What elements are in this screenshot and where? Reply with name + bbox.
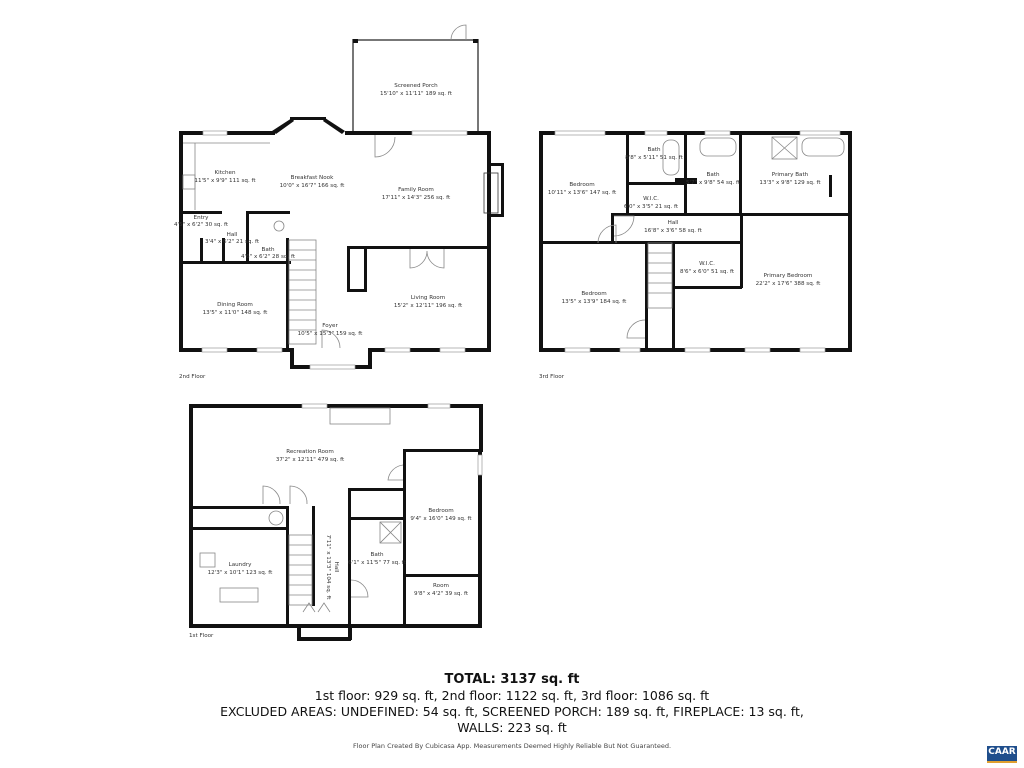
room-name: Bath: [370, 552, 383, 558]
room-name: Hall: [333, 562, 339, 573]
sofa-icon: [329, 407, 391, 425]
room-dims: 22'2" x 17'6" 388 sq. ft: [756, 281, 822, 287]
bathtub-icon: [662, 139, 680, 176]
caar-logo: CAAR: [987, 746, 1017, 763]
floor-areas: 1st floor: 929 sq. ft, 2nd floor: 1122 s…: [314, 688, 710, 703]
room-dims: 8'8" x 5'11" 51 sq. ft: [625, 155, 683, 161]
floor-label: 2nd Floor: [179, 374, 206, 380]
first-floor-plan: [189, 403, 483, 641]
third-floor-walls: [539, 131, 852, 352]
second-floor-plan: [179, 24, 504, 370]
room-dims: 37'2" x 12'11" 479 sq. ft: [276, 457, 345, 463]
shower-icon: [771, 136, 798, 160]
kitchen-counter: [183, 142, 270, 210]
door-icon: [613, 215, 635, 237]
room-name: W.I.C.: [643, 196, 659, 202]
stove-icon: [182, 174, 196, 190]
room-dims: 7'11" x 13'3" 104 sq. ft: [325, 535, 331, 601]
stairs-icon: [647, 242, 673, 309]
first-floor-walls: [189, 404, 483, 641]
room-name: Bedroom: [569, 182, 594, 188]
room-name: W.I.C.: [699, 261, 715, 267]
room-dims: 8'6" x 6'0" 51 sq. ft: [680, 269, 735, 275]
stairs-icon: [288, 534, 313, 606]
door-icon: [350, 579, 369, 598]
room-name: Kitchen: [214, 170, 235, 176]
third-floor-plan: [539, 130, 852, 353]
door-icon: [626, 319, 646, 339]
porch-door-icon: [450, 24, 467, 41]
bathtub-icon: [699, 137, 737, 157]
stairs-icon: [288, 239, 317, 345]
water-heater-icon: [268, 510, 284, 526]
room-name: Bath: [706, 172, 719, 178]
room-dims: 10'0" x 16'7" 166 sq. ft: [280, 183, 346, 189]
floor-label: 1st Floor: [189, 633, 214, 639]
disclaimer: Floor Plan Created By Cubicasa App. Meas…: [352, 742, 672, 750]
room-dims: 16'8" x 3'6" 58 sq. ft: [644, 228, 702, 234]
floor-label: 3rd Floor: [539, 374, 565, 380]
room-name: Bath: [261, 247, 274, 253]
room-name: Entry: [194, 215, 210, 221]
room-name: Bath: [647, 147, 660, 153]
room-dims: 15'2" x 12'11" 196 sq. ft: [394, 303, 463, 309]
fireplace-icon: [483, 172, 499, 214]
room-dims: 10'11" x 13'6" 147 sq. ft: [548, 190, 617, 196]
french-door-icon: [409, 249, 445, 269]
room-name: Hall: [227, 232, 238, 238]
room-dims: 12'3" x 10'1" 123 sq. ft: [208, 570, 274, 576]
room-labels: Screened Porch 15'10" x 11'11" 189 sq. f…: [174, 83, 821, 639]
room-dims: 5'7" x 9'8" 54 sq. ft: [686, 180, 741, 186]
walls-area: WALLS: 223 sq. ft: [457, 720, 567, 735]
room-dims: 3'4" x 6'2" 21 sq. ft: [205, 239, 260, 245]
room-name: Hall: [668, 220, 679, 226]
room-name: Foyer: [322, 323, 338, 329]
sink-icon: [273, 220, 285, 232]
room-dims: 11'5" x 9'9" 111 sq. ft: [194, 178, 256, 184]
second-floor-walls: [179, 117, 504, 369]
room-name: Dining Room: [217, 302, 253, 308]
room-dims: 6'0" x 3'5" 21 sq. ft: [624, 204, 679, 210]
room-name: Bedroom: [428, 508, 453, 514]
room-name: Recreation Room: [286, 449, 334, 455]
door-icon: [289, 485, 308, 505]
sink-counter-icon: [219, 587, 259, 603]
room-dims: 9'8" x 4'2" 39 sq. ft: [414, 591, 469, 597]
total-area: TOTAL: 3137 sq. ft: [444, 672, 580, 687]
room-name: Primary Bath: [772, 172, 809, 178]
washer-icon: [199, 552, 216, 568]
bathtub-icon: [801, 137, 845, 157]
door-icon: [374, 135, 396, 158]
door-icon: [262, 485, 281, 505]
room-name: Living Room: [411, 295, 445, 301]
room-dims: 10'5" x 15'3" 159 sq. ft: [298, 331, 364, 337]
bifold-door-icon: [302, 602, 331, 613]
room-name: Laundry: [229, 562, 252, 568]
excluded-areas: EXCLUDED AREAS: UNDEFINED: 54 sq. ft, SC…: [220, 704, 804, 719]
room-name: Screened Porch: [394, 83, 438, 89]
room-name: Room: [433, 583, 449, 589]
room-dims: 13'3" x 9'8" 129 sq. ft: [759, 180, 821, 186]
room-name: Breakfast Nook: [291, 175, 334, 181]
front-door-icon: [321, 329, 341, 349]
room-name: Bedroom: [581, 291, 606, 297]
room-name: Family Room: [398, 187, 434, 193]
room-dims: 4'5" x 6'2" 30 sq. ft: [174, 222, 229, 228]
room-dims: 9'4" x 16'0" 149 sq. ft: [410, 516, 472, 522]
door-icon: [387, 464, 404, 481]
room-dims: 17'11" x 14'3" 256 sq. ft: [382, 195, 451, 201]
room-dims: 4'6" x 6'2" 28 sq. ft: [241, 254, 296, 260]
room-dims: 6'1" x 11'5" 77 sq. ft: [348, 560, 406, 566]
room-dims: 13'5" x 13'9" 184 sq. ft: [562, 299, 628, 305]
door-icon: [597, 224, 617, 244]
room-dims: 15'10" x 11'11" 189 sq. ft: [380, 91, 453, 97]
room-name: Primary Bedroom: [764, 273, 813, 279]
room-dims: 13'5" x 11'0" 148 sq. ft: [203, 310, 269, 316]
shower-icon: [379, 521, 402, 544]
